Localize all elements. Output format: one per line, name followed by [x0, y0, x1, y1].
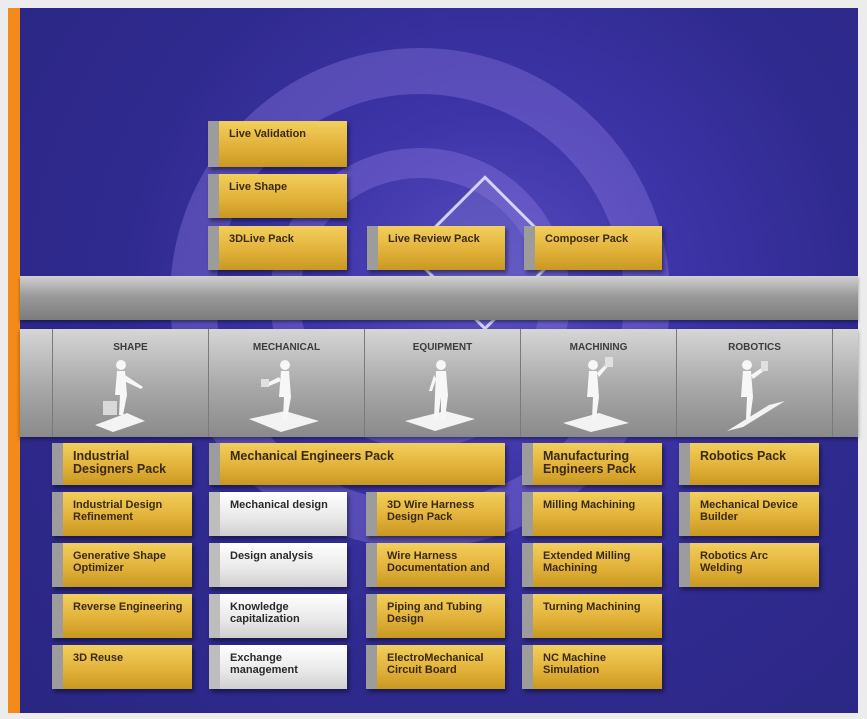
shape-figure-icon: [95, 360, 145, 432]
box-label: Composer Pack: [545, 233, 629, 245]
box-3dlive-pack: 3DLive Pack: [208, 226, 347, 270]
box-composer-pack: Composer Pack: [524, 226, 662, 270]
mechanical-item: + Design analysis: [209, 543, 347, 587]
item-label: Wire Harness Documentation and: [387, 550, 490, 574]
equipment-item: 3D Wire Harness Design Pack: [366, 492, 505, 536]
robotics-item: Robotics Arc Welding: [679, 543, 819, 587]
box-label: Live Validation: [229, 128, 307, 140]
robotics-item: Mechanical Device Builder: [679, 492, 819, 536]
pack-manufacturing-engineers: Manufacturing Engineers Pack: [522, 443, 662, 485]
machining-item: Milling Machining: [522, 492, 662, 536]
item-label: NC Machine Simulation: [543, 652, 606, 676]
plus-icon: +: [211, 559, 218, 571]
machining-item: Extended Milling Machining: [522, 543, 662, 587]
orange-accent-bar: [8, 8, 20, 713]
item-label: Milling Machining: [543, 499, 636, 511]
category-shape: SHAPE: [52, 329, 208, 437]
pack-label: Industrial Designers Pack: [73, 449, 167, 476]
item-label: 3D Wire Harness Design Pack: [387, 499, 475, 523]
box-live-review-pack: Live Review Pack: [367, 226, 505, 270]
plus-icon: +: [211, 508, 218, 520]
plus-icon: +: [211, 661, 218, 673]
equipment-item: Piping and Tubing Design: [366, 594, 505, 638]
category-mechanical: MECHANICAL: [208, 329, 364, 437]
platform-band: [20, 276, 858, 320]
box-label: 3DLive Pack: [229, 233, 294, 245]
item-label: Exchange management: [230, 652, 298, 676]
category-label: EQUIPMENT: [412, 342, 473, 353]
category-divider-end: [832, 329, 858, 437]
shape-item: Reverse Engineering: [52, 594, 192, 638]
shape-item: Generative Shape Optimizer: [52, 543, 192, 587]
item-label: ElectroMechanical Circuit Board: [387, 652, 484, 676]
category-label: MACHINING: [569, 342, 628, 353]
pack-robotics: Robotics Pack: [679, 443, 819, 485]
pack-mechanical-engineers: Mechanical Engineers Pack: [209, 443, 505, 485]
item-label: Extended Milling Machining: [543, 550, 631, 574]
shape-item: 3D Reuse: [52, 645, 192, 689]
box-live-shape: Live Shape: [208, 174, 347, 218]
mechanical-figure-icon: [249, 360, 319, 432]
category-equipment: EQUIPMENT: [364, 329, 520, 437]
item-label: Piping and Tubing Design: [387, 601, 483, 625]
box-label: Live Review Pack: [388, 233, 480, 245]
item-label: Reverse Engineering: [73, 601, 183, 613]
item-label: Knowledge capitalization: [230, 601, 300, 625]
mechanical-item: + Knowledge capitalization: [209, 594, 347, 638]
item-label: Robotics Arc Welding: [700, 550, 769, 574]
item-label: Mechanical design: [230, 499, 328, 511]
category-label: SHAPE: [113, 342, 148, 353]
pack-industrial-designers: Industrial Designers Pack: [52, 443, 192, 485]
machining-figure-icon: [563, 357, 629, 432]
item-label: Industrial Design Refinement: [73, 499, 163, 523]
category-label: ROBOTICS: [728, 342, 781, 353]
shape-item: Industrial Design Refinement: [52, 492, 192, 536]
item-label: Mechanical Device Builder: [700, 499, 798, 523]
item-label: Turning Machining: [543, 601, 641, 613]
pack-label: Manufacturing Engineers Pack: [543, 449, 637, 476]
equipment-item: Wire Harness Documentation and: [366, 543, 505, 587]
mechanical-item: + Exchange management: [209, 645, 347, 689]
robotics-figure-icon: [727, 360, 785, 431]
item-label: 3D Reuse: [73, 652, 124, 664]
category-robotics: ROBOTICS: [676, 329, 832, 437]
category-label: MECHANICAL: [252, 342, 321, 353]
plus-icon: +: [211, 610, 218, 622]
machining-item: Turning Machining: [522, 594, 662, 638]
item-label: Design analysis: [230, 550, 314, 562]
machining-item: NC Machine Simulation: [522, 645, 662, 689]
item-label: Generative Shape Optimizer: [73, 550, 166, 574]
mechanical-item: + Mechanical design: [209, 492, 347, 536]
pack-label: Robotics Pack: [700, 449, 787, 463]
pack-label: Mechanical Engineers Pack: [230, 449, 394, 463]
equipment-figure-icon: [405, 360, 475, 431]
box-live-validation: Live Validation: [208, 121, 347, 167]
box-label: Live Shape: [229, 181, 288, 193]
category-machining: MACHINING: [520, 329, 676, 437]
equipment-item: ElectroMechanical Circuit Board: [366, 645, 505, 689]
category-band: SHAPE MECHANICAL EQUIPMENT: [20, 329, 858, 437]
